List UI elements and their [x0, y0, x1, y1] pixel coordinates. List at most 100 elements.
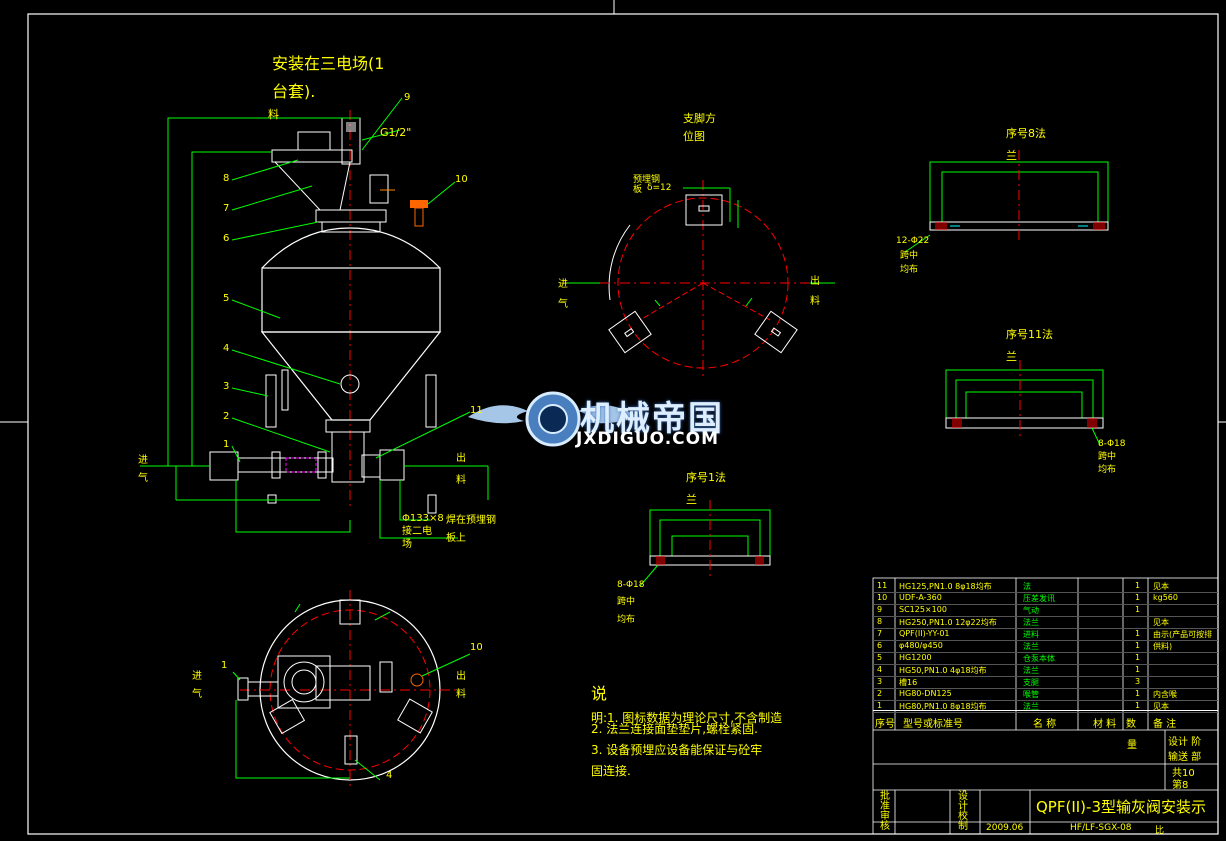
- flange-11-detail: [945, 360, 1104, 446]
- bom-cell-name: 法: [1023, 582, 1031, 591]
- flange1-dist: 跨中 均布: [617, 593, 635, 629]
- outlet-label-support: 出 料: [810, 272, 820, 312]
- bom-cell-no: 11: [877, 581, 888, 590]
- bom-cell-qty: 1: [1135, 593, 1141, 602]
- outlet-support-2: 料: [810, 296, 820, 307]
- bom-cell-code: HG80,PN1.0 8φ18均布: [899, 702, 987, 711]
- tl-2: 准: [880, 801, 890, 812]
- bom-cell-no: 10: [877, 593, 888, 602]
- top-view: [232, 590, 471, 790]
- bom-cell-code: QPF(II)-YY-01: [899, 629, 950, 638]
- bom-cell-remark: 见本: [1153, 618, 1169, 627]
- top-part-10: 10: [470, 642, 483, 653]
- part-no-9: 9: [404, 92, 411, 103]
- bom-cell-qty: 1: [1135, 581, 1141, 590]
- material-label: 料: [268, 108, 279, 121]
- support-view: [565, 180, 835, 380]
- bom-h-name: 名 称: [1033, 719, 1057, 730]
- flange11-title-2: 兰: [1006, 350, 1017, 363]
- bom-cell-remark: 见本: [1153, 702, 1169, 711]
- title-left-labels: 批 准 审 核: [880, 792, 890, 832]
- inlet-support-1: 进: [558, 279, 568, 290]
- bom-cell-name: 压差发讯: [1023, 594, 1055, 603]
- bom-cell-code: HG1200: [899, 653, 932, 662]
- weld-plate-1: 预埋钢: [633, 175, 661, 185]
- bom-weight: 量: [1127, 740, 1137, 751]
- embed-note-1: 焊在预埋钢: [446, 515, 496, 526]
- bom-cell-remark: kg560: [1153, 593, 1178, 602]
- drawing-scale-label: 比: [1155, 826, 1165, 836]
- part-no-11: 11: [470, 405, 483, 416]
- support-view-title: 支脚方 位图: [683, 110, 716, 146]
- bom-cell-remark: 供料): [1153, 642, 1173, 651]
- bom-cell-name: 喉管: [1023, 690, 1039, 699]
- notes-block: 明:1. 图标数据为理论尺寸,不含制造 2. 法兰连接面垫垫片,螺栓紧固. 3.…: [591, 708, 801, 782]
- bom-cell-no: 4: [877, 665, 883, 674]
- drawing-border: [27, 13, 1219, 835]
- flange8-title: 序号8法 兰: [1006, 123, 1046, 167]
- notes-title: 说: [591, 684, 608, 703]
- bom-cell-qty: 1: [1135, 689, 1141, 698]
- install-note-2: 台套).: [272, 82, 316, 101]
- bom-cell-code: HG125,PN1.0 8φ18均布: [899, 582, 992, 591]
- tl-3: 审: [880, 811, 890, 822]
- part-no-4: 4: [223, 343, 230, 354]
- drawing-title: QPF(II)-3型输灰阀安装示: [1036, 798, 1206, 816]
- bom-cell-no: 2: [877, 689, 883, 698]
- bom-cell-qty: 1: [1135, 641, 1141, 650]
- bom-h-remark: 备 注: [1153, 719, 1177, 730]
- bom-cell-name: 法兰: [1023, 618, 1039, 627]
- part-no-3: 3: [223, 381, 230, 392]
- watermark-logo: 机械帝国 JXDIGUO.COM: [468, 387, 768, 451]
- flange8-dist: 跨中 均布: [900, 249, 918, 277]
- part-no-5: 5: [223, 293, 230, 304]
- bom-cell-qty: 1: [1135, 653, 1141, 662]
- note-line-2: 2. 法兰连接面垫垫片,螺栓紧固.: [591, 722, 758, 736]
- bom-cell-code: SC125×100: [899, 605, 947, 614]
- tm-4: 制: [958, 821, 968, 832]
- winged-gear-icon: [468, 391, 638, 447]
- inlet-char-2: 气: [138, 473, 148, 484]
- bom-stage: 输送 部: [1168, 752, 1202, 763]
- outlet-top-1: 出: [456, 671, 466, 682]
- flange1-title-1: 序号1法: [686, 471, 726, 484]
- g-thread-label: G1/2": [380, 126, 412, 139]
- bom-h-mat: 材 料: [1093, 719, 1117, 730]
- inlet-top-2: 气: [192, 689, 202, 700]
- inlet-label-front: 进 气: [138, 452, 148, 488]
- drawing-date: 2009.06: [986, 823, 1024, 833]
- flange1-title-2: 兰: [686, 493, 697, 506]
- outlet-label-front: 出 料: [456, 448, 466, 492]
- top-part-4: 4: [386, 770, 393, 781]
- note-line-3: 3. 设备预埋应设备能保证与砼牢: [591, 743, 763, 757]
- inlet-label-top: 进 气: [192, 668, 202, 704]
- bom-row: 2 HG80-DN125 喉管 1 内含喉: [873, 688, 1218, 701]
- inlet-label-support: 进 气: [558, 275, 568, 315]
- pipe-note-1: Φ133×8: [402, 513, 444, 524]
- flange11-title: 序号11法 兰: [1006, 324, 1053, 368]
- bom-cell-remark: 内含喉: [1153, 690, 1177, 699]
- bom-h-no: 序号: [875, 719, 895, 730]
- flange11-dist-1: 跨中: [1098, 452, 1117, 462]
- bom-cell-name: 进料: [1023, 630, 1039, 639]
- flange1-holes: 8-Φ18: [617, 580, 645, 590]
- part-no-1: 1: [223, 439, 230, 450]
- bom-cell-code: HG250,PN1.0 12φ22均布: [899, 618, 997, 627]
- weld-plate-note: 预埋钢 板 δ=12: [633, 175, 672, 195]
- bom-cell-qty: 1: [1135, 665, 1141, 674]
- inlet-top-1: 进: [192, 671, 202, 682]
- drawing-number: HF/LF-SGX-08: [1070, 823, 1132, 833]
- flange1-title: 序号1法 兰: [686, 467, 726, 511]
- bom-cell-no: 5: [877, 653, 883, 662]
- bom-sheet: 第8: [1172, 780, 1189, 791]
- part-no-8: 8: [223, 173, 230, 184]
- bom-cell-code: HG80-DN125: [899, 689, 952, 698]
- note-line-1: 明:1. 图标数据为理论尺寸,不含制造: [591, 711, 783, 725]
- part-no-7: 7: [223, 203, 230, 214]
